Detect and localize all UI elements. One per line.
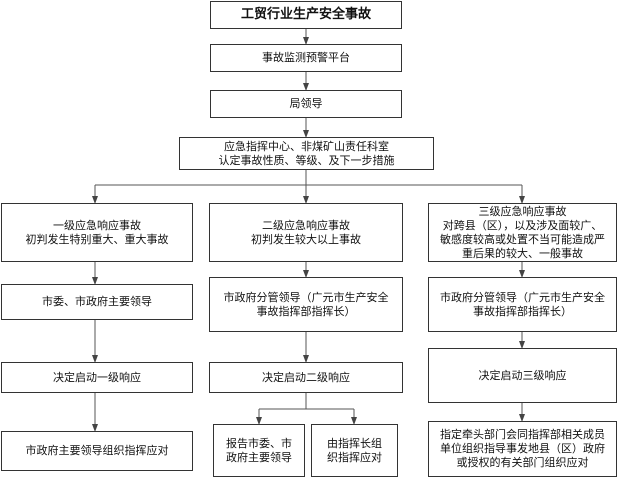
level3-action-line-2: 单位组织指导事发地县（区）政府: [440, 442, 605, 455]
level2-report-line-1: 报告市委、市: [226, 436, 292, 450]
level2-head-line-2: 初判发生较大以上事故: [251, 232, 361, 246]
level3-head-line-3: 敏感度较高或处置不当可能造成严: [440, 232, 605, 246]
platform-box: 事故监测预警平台: [210, 44, 402, 72]
level2-leader-line-2: 事故指挥部指挥长）: [256, 304, 356, 318]
level1-leader-text: 市委、市政府主要领导: [42, 295, 152, 308]
level3-decide-text: 决定启动三级响应: [478, 368, 567, 382]
level3-leader-box: 市政府分管领导（广元市生产安全 事故指挥部指挥长）: [428, 277, 617, 332]
level2-leader-line-1: 市政府分管领导（广元市生产安全: [223, 290, 389, 304]
bureau-box: 局领导: [210, 90, 402, 118]
level1-decide-text: 决定启动一级响应: [53, 370, 141, 384]
level2-leader-box: 市政府分管领导（广元市生产安全 事故指挥部指挥长）: [209, 277, 403, 332]
level1-head-box: 一级应急响应事故 初判发生特别重大、重大事故: [1, 203, 193, 262]
level1-action-text: 市政府主要领导组织指挥应对: [25, 444, 169, 457]
center-line-1: 应急指挥中心、非煤矿山责任科室: [224, 139, 389, 153]
level1-action-box: 市政府主要领导组织指挥应对: [1, 431, 193, 471]
title-box: 工贸行业生产安全事故: [210, 1, 402, 29]
level3-action-box: 指定牵头部门会同指挥部相关成员 单位组织指导事发地县（区）政府 或授权的有关部门…: [428, 421, 617, 477]
level2-decide-text: 决定启动二级响应: [262, 370, 350, 384]
level3-head-line-1: 三级应急响应事故: [478, 204, 567, 218]
level2-report-line-2: 政府主要领导: [226, 450, 292, 464]
level2-command-box: 由指挥长组 织指挥应对: [311, 424, 398, 477]
title-text: 工贸行业生产安全事故: [240, 7, 371, 22]
level1-decide-box: 决定启动一级响应: [1, 362, 193, 393]
level3-leader-line-1: 市政府分管领导（广元市生产安全: [440, 290, 605, 304]
level2-head-line-1: 二级应急响应事故: [262, 218, 350, 232]
level2-decide-box: 决定启动二级响应: [209, 362, 403, 393]
level3-head-line-4: 重后果的较大、一般事故: [462, 246, 583, 260]
level3-leader-line-2: 事故指挥部指挥长）: [473, 304, 572, 318]
center-line-2: 认定事故性质、等级、及下一步措施: [218, 153, 395, 167]
level3-head-line-2: 对跨县（区），以及涉及面较广、: [442, 218, 603, 232]
level1-leader-box: 市委、市政府主要领导: [1, 284, 193, 320]
level2-command-line-1: 由指挥长组: [327, 436, 382, 450]
level3-decide-box: 决定启动三级响应: [428, 348, 617, 403]
level1-head-line-1: 一级应急响应事故: [53, 218, 141, 232]
level1-head-line-2: 初判发生特别重大、重大事故: [25, 232, 169, 246]
level3-action-line-3: 或授权的有关部门组织应对: [456, 456, 589, 469]
bureau-text: 局领导: [289, 97, 323, 110]
level2-head-box: 二级应急响应事故 初判发生较大以上事故: [209, 203, 403, 262]
level2-report-box: 报告市委、市 政府主要领导: [213, 424, 305, 477]
center-box: 应急指挥中心、非煤矿山责任科室 认定事故性质、等级、及下一步措施: [179, 137, 434, 170]
level2-command-line-2: 织指挥应对: [327, 450, 382, 464]
level3-action-line-1: 指定牵头部门会同指挥部相关成员: [440, 428, 605, 441]
level3-head-box: 三级应急响应事故 对跨县（区），以及涉及面较广、 敏感度较高或处置不当可能造成严…: [428, 203, 617, 262]
platform-text: 事故监测预警平台: [262, 51, 350, 64]
